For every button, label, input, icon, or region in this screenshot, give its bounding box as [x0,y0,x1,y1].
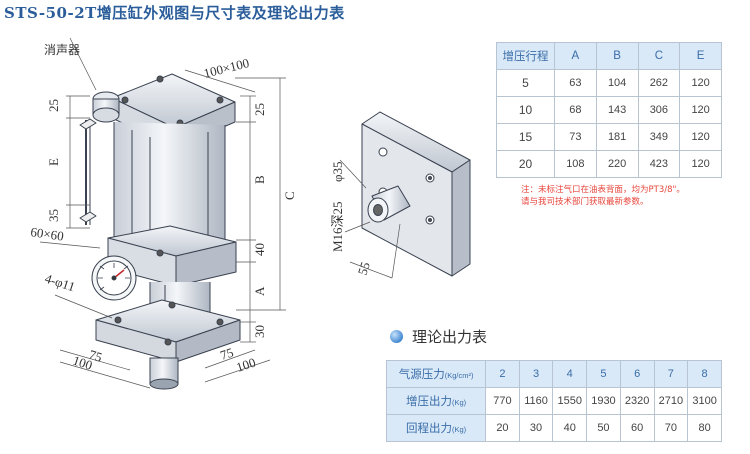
table-cell: 7 [653,360,689,388]
table-cell: 3 [518,360,554,388]
row-label-unit: (Kg) [452,398,467,407]
table-cell: 20 [485,414,520,442]
table-cell: 770 [485,387,520,415]
dim-40-label: 40 [252,243,267,256]
table-cell: 1930 [586,387,621,415]
dim-30-label: 30 [252,325,267,338]
table-cell: 3100 [687,387,722,415]
force-section-heading: 理论出力表 [390,326,487,347]
table-cell: 5 [496,69,555,97]
row-label: 增压出力(Kg) [385,387,487,415]
dimension-table: 增压行程 A B C E 5 63 104 262 120 10 68 143 … [496,42,722,178]
table-row: 5 63 104 262 120 [496,69,722,97]
dim-e-label: E [46,158,61,166]
table-cell: 349 [637,123,681,151]
table-cell: 306 [637,96,681,124]
table-cell: 2710 [653,387,689,415]
table-cell: 2320 [619,387,655,415]
row-label-text: 增压出力 [406,396,452,408]
row-label-text: 回程出力 [406,423,452,435]
header-cell: A [554,42,597,70]
table-cell: 181 [595,123,639,151]
table-cell: 120 [679,150,722,178]
force-table: 气源压力(Kg/cm²) 2 3 4 5 6 7 8 增压出力(Kg) 770 … [385,360,722,442]
table-cell: 120 [679,96,722,124]
table-cell: 40 [552,414,588,442]
table-row: 增压出力(Kg) 770 1160 1550 1930 2320 2710 31… [385,387,722,415]
note-line: 请与我司技术部门获取最新参数。 [521,197,649,207]
table-cell: 104 [595,69,639,97]
dim-100-right-label: 100 [234,355,257,375]
top-size-label: 100×100 [202,55,251,81]
force-section-title: 理论出力表 [412,328,488,346]
table-cell: 30 [518,414,554,442]
page-title: STS-50-2T增压缸外观图与尺寸表及理论出力表 [4,4,345,22]
dim-25-right-label: 25 [252,103,267,116]
table-cell: 1160 [518,387,554,415]
table-cell: 70 [653,414,689,442]
note-line: 注：未标注气口在油表背面，均为PT3/8"。 [521,185,685,195]
table-cell: 220 [595,150,639,178]
table-cell: 20 [496,150,555,178]
table-cell: 2 [485,360,520,388]
table-cell: 423 [637,150,681,178]
dim-25-left-label: 25 [46,99,61,112]
row-label: 气源压力(Kg/cm²) [385,360,487,388]
table-row: 15 73 181 349 120 [496,123,722,151]
cylinder-drawing: 消声器 100×100 25 E 35 60×60 4-φ11 25 B 40 … [30,37,471,390]
phi35-label: φ35 [330,161,345,182]
row-label-text: 气源压力 [398,369,445,381]
bullet-icon [390,330,403,343]
table-cell: 262 [637,69,681,97]
dim-100-left-label: 100 [71,353,94,373]
dim-a-label: A [252,286,267,296]
row-label: 回程出力(Kg) [385,414,487,442]
table-cell: 50 [586,414,621,442]
table-cell: 8 [687,360,722,388]
header-cell: 增压行程 [496,42,555,70]
table-cell: 15 [496,123,555,151]
dim-35-label: 35 [46,209,61,222]
header-cell: E [679,42,722,70]
note: 注：未标注气口在油表背面，均为PT3/8"。 请与我司技术部门获取最新参数。 [521,184,731,208]
table-row: 10 68 143 306 120 [496,96,722,124]
table-row: 20 108 220 423 120 [496,150,722,178]
dim-75-left-label: 75 [87,347,104,365]
header-cell: C [637,42,681,70]
dim-c-label: C [282,191,297,200]
dim-b-label: B [252,175,267,184]
table-cell: 120 [679,69,722,97]
dim-75-right-label: 75 [218,345,235,363]
table-cell: 68 [554,96,597,124]
table-cell: 63 [554,69,597,97]
table-cell: 73 [554,123,597,151]
table-cell: 120 [679,123,722,151]
row-label-unit: (Kg/cm²) [444,371,474,380]
dim-55-label: 55 [355,260,373,277]
row-label-unit: (Kg) [452,425,467,434]
table-cell: 1550 [552,387,588,415]
dimension-table-header: 增压行程 A B C E [496,42,722,70]
table-cell: 5 [586,360,621,388]
dim-60x60-label: 60×60 [30,224,65,243]
thread-label: M16深25 [330,201,345,252]
table-cell: 6 [619,360,655,388]
holes-label: 4-φ11 [43,271,77,295]
table-cell: 10 [496,96,555,124]
table-cell: 143 [595,96,639,124]
muffler-label: 消声器 [44,43,80,57]
table-cell: 4 [552,360,588,388]
header-cell: B [595,42,639,70]
table-row: 回程出力(Kg) 20 30 40 50 60 70 80 [385,414,722,442]
table-cell: 108 [554,150,597,178]
table-cell: 80 [687,414,722,442]
table-row: 气源压力(Kg/cm²) 2 3 4 5 6 7 8 [385,360,722,388]
table-cell: 60 [619,414,655,442]
